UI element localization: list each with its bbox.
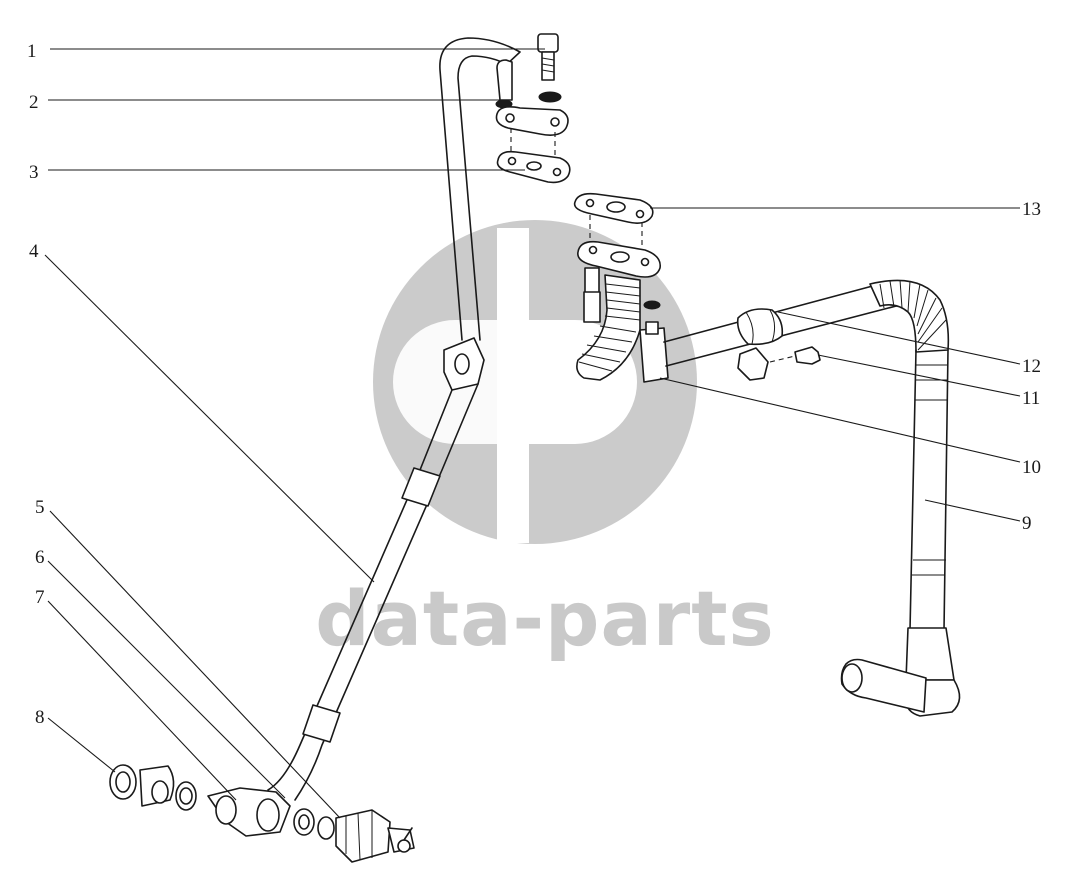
pipe-sleeve-upper: [401, 467, 441, 507]
upper-flange-plate: [495, 106, 569, 136]
watermark-logo: data-parts: [315, 220, 775, 663]
lower-fitting-group: [109, 764, 415, 863]
callout-6: 6: [35, 547, 45, 568]
oil-pipe-assembly: [267, 37, 521, 801]
bolt-11: [794, 346, 821, 365]
callout-11: 11: [1022, 388, 1040, 409]
pipe-sleeve-lower: [302, 704, 341, 743]
clamp-nut: [737, 347, 769, 381]
junction-block: [639, 327, 669, 383]
callout-3: 3: [29, 162, 39, 183]
upper-flange-group: [495, 33, 571, 184]
callout-10: 10: [1022, 457, 1041, 478]
bellows-hose: [576, 274, 641, 381]
clamp-hole: [454, 353, 470, 375]
watermark-text: data-parts: [315, 574, 775, 663]
right-pipe-group: [663, 279, 961, 717]
callout-7: 7: [35, 587, 45, 608]
callout-12: 12: [1022, 356, 1041, 377]
callout-5: 5: [35, 497, 45, 518]
flange-tube-stub: [496, 59, 513, 101]
flange-washer: [643, 300, 661, 310]
callout-13: 13: [1022, 199, 1041, 220]
callout-2: 2: [29, 92, 39, 113]
sensor-body: [335, 809, 391, 863]
callout-9: 9: [1022, 513, 1032, 534]
lower-flange-group: [573, 192, 669, 383]
pipe-fitting-9: [905, 627, 955, 681]
callout-labels: 1 2 3 4 5 6 7 8 9 10 11 12 13: [27, 41, 1041, 728]
pipe-clamp-12: [736, 308, 784, 346]
washer: [538, 91, 562, 103]
flange-bolt: [584, 267, 600, 295]
pipe-bend-bellows: [869, 279, 950, 353]
callout-4: 4: [29, 241, 39, 262]
watermark-stem: [497, 228, 529, 543]
callout-1: 1: [27, 41, 37, 62]
callout-8: 8: [35, 707, 45, 728]
leader-lines: [44, 48, 1021, 819]
